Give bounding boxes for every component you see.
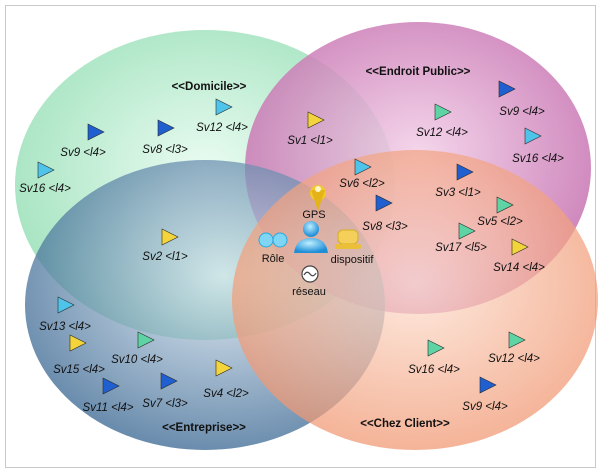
service-triangle-icon	[160, 372, 178, 390]
service-0: Sv12 <l4>	[196, 98, 248, 134]
role-label: Rôle	[262, 253, 285, 265]
context-label-entreprise: <<Entreprise>>	[162, 422, 246, 434]
service-1: Sv9 <l4>	[60, 123, 106, 159]
service-9: Sv6 <l2>	[339, 158, 385, 190]
service-label: Sv9 <l4>	[499, 106, 545, 118]
service-label: Sv8 <l3>	[362, 221, 408, 233]
service-triangle-icon	[375, 194, 393, 212]
service-label: Sv16 <l4>	[512, 153, 564, 165]
service-label: Sv16 <l4>	[19, 183, 71, 195]
service-3: Sv16 <l4>	[19, 161, 71, 195]
service-19: Sv7 <l3>	[142, 372, 188, 410]
service-11: Sv3 <l1>	[435, 163, 481, 199]
service-triangle-icon	[102, 377, 120, 395]
service-label: Sv1 <l1>	[287, 135, 333, 147]
gps-icon	[309, 185, 326, 212]
service-label: Sv12 <l4>	[416, 127, 468, 139]
service-8: Sv16 <l4>	[512, 127, 564, 165]
service-15: Sv13 <l4>	[39, 296, 91, 333]
service-triangle-icon	[215, 98, 233, 116]
service-label: Sv10 <l4>	[111, 354, 163, 366]
service-label: Sv9 <l4>	[60, 147, 106, 159]
user-icon	[294, 221, 328, 253]
service-triangle-icon	[161, 228, 179, 246]
service-triangle-icon	[427, 339, 445, 357]
service-triangle-icon	[57, 296, 75, 314]
service-label: Sv8 <l3>	[142, 144, 188, 156]
service-18: Sv11 <l4>	[83, 377, 134, 414]
service-triangle-icon	[307, 111, 325, 129]
service-23: Sv9 <l4>	[462, 376, 508, 413]
service-label: Sv15 <l4>	[53, 364, 105, 376]
service-4: Sv2 <l1>	[142, 228, 188, 263]
service-triangle-icon	[458, 222, 476, 240]
service-12: Sv5 <l2>	[477, 196, 523, 228]
service-triangle-icon	[69, 334, 87, 352]
context-circles	[15, 22, 598, 450]
service-22: Sv12 <l4>	[488, 331, 540, 365]
service-label: Sv14 <l4>	[493, 262, 545, 274]
service-triangle-icon	[354, 158, 372, 176]
circle-chez-client	[232, 150, 598, 450]
service-triangle-icon	[524, 127, 542, 145]
service-label: Sv12 <l4>	[196, 122, 248, 134]
service-label: Sv16 <l4>	[408, 364, 460, 376]
context-label-chez-client: <<Chez Client>>	[360, 418, 450, 430]
device-icon	[335, 229, 361, 249]
network-icon	[301, 265, 319, 283]
service-triangle-icon	[508, 331, 526, 349]
service-triangle-icon	[137, 331, 155, 349]
service-label: Sv3 <l1>	[435, 187, 481, 199]
service-triangle-icon	[157, 119, 175, 137]
service-label: Sv7 <l3>	[142, 398, 188, 410]
service-20: Sv4 <l2>	[203, 359, 249, 400]
service-2: Sv8 <l3>	[142, 119, 188, 156]
service-label: Sv9 <l4>	[462, 401, 508, 413]
network-label: réseau	[292, 286, 326, 298]
context-label-endroit-public: <<Endroit Public>>	[366, 66, 471, 78]
service-triangle-icon	[498, 80, 516, 98]
service-17: Sv15 <l4>	[53, 334, 105, 376]
central-user-cluster: GPS Rôle dispositif réseau	[258, 185, 375, 298]
service-triangle-icon	[37, 161, 55, 179]
service-label: Sv2 <l1>	[142, 251, 188, 263]
role-icon	[258, 232, 288, 248]
service-triangle-icon	[479, 376, 497, 394]
context-label-domicile: <<Domicile>>	[172, 81, 247, 93]
service-triangle-icon	[215, 359, 233, 377]
service-label: Sv17 <l5>	[435, 242, 487, 254]
service-13: Sv17 <l5>	[435, 222, 487, 254]
service-triangle-icon	[456, 163, 474, 181]
service-16: Sv10 <l4>	[111, 331, 163, 366]
diagram-frame	[5, 5, 596, 468]
service-label: Sv13 <l4>	[39, 321, 91, 333]
service-21: Sv16 <l4>	[408, 339, 460, 376]
service-label: Sv4 <l2>	[203, 388, 249, 400]
service-triangle-icon	[87, 123, 105, 141]
service-label: Sv6 <l2>	[339, 178, 385, 190]
device-label: dispositif	[331, 254, 375, 266]
service-triangle-icon	[496, 196, 514, 214]
services-layer: Sv12 <l4> Sv9 <l4> Sv8 <l3> Sv16 <l4> Sv2 <l…	[19, 80, 564, 414]
service-triangle-icon	[434, 103, 452, 121]
service-6: Sv12 <l4>	[416, 103, 468, 139]
service-label: Sv5 <l2>	[477, 216, 523, 228]
service-label: Sv11 <l4>	[83, 402, 134, 414]
service-14: Sv14 <l4>	[493, 238, 545, 274]
service-5: Sv1 <l1>	[287, 111, 333, 147]
gps-label: GPS	[302, 209, 325, 221]
service-7: Sv9 <l4>	[498, 80, 545, 118]
service-triangle-icon	[511, 238, 529, 256]
service-10: Sv8 <l3>	[362, 194, 408, 233]
service-label: Sv12 <l4>	[488, 353, 540, 365]
